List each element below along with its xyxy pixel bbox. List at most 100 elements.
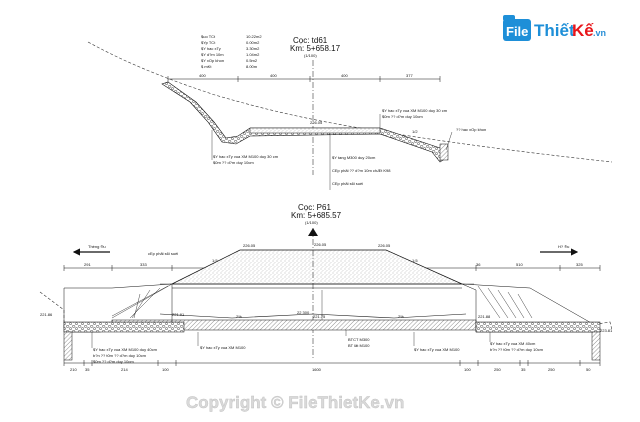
top-natural-ground: [87, 41, 613, 163]
bottom-km: Km: 5+685.57: [291, 211, 342, 220]
bottom-top-dim-2: 36: [476, 262, 481, 267]
bottom-dim-0: 210: [70, 367, 77, 372]
brand-logo[interactable]: File Thiết Kế .vn: [503, 15, 606, 41]
bottom-title: Cọc: P61: [298, 203, 331, 212]
elev-left-shoulder: 226.05: [243, 243, 256, 248]
top-note-6: CEp phãi ?? d?m 10m chÆt K98: [332, 168, 391, 173]
top-title: Cọc: td61: [293, 36, 328, 45]
top-slope-right: 1/2: [412, 129, 418, 134]
top-dim-0: 400: [199, 73, 206, 78]
elev-right-ground: 223.81: [600, 328, 613, 333]
bottom-dim-6: 250: [494, 367, 501, 372]
copyright-watermark: Copyright © FileThietKe.vn: [186, 393, 404, 412]
bottom-dim-9: 50: [586, 367, 591, 372]
bottom-dim-1: 35: [85, 367, 90, 372]
bottom-dimension-line: [63, 360, 601, 366]
qty-label-1: $Yp TCt: [201, 40, 216, 45]
bottom-note-0: $Y hac xTy vua XM M100 duy 40cm: [93, 347, 158, 352]
bottom-dim-4: 1600: [312, 367, 322, 372]
logo-vn-word: .vn: [593, 28, 606, 38]
qty-value-5: 8.00m: [246, 64, 258, 69]
bottom-top-dim-3: 510: [516, 262, 523, 267]
qty-label-4: $Y xOp khon: [201, 58, 224, 63]
qty-label-0: $uo TCt: [201, 34, 216, 39]
qty-label-5: $ mKt: [201, 64, 212, 69]
left-apron: [63, 321, 185, 333]
slope-label-0: 1:5: [212, 258, 218, 263]
bottom-note-6: b?n ?? t0m ?? d?m duy 10cm: [490, 347, 544, 352]
right-apron: [475, 321, 601, 333]
top-note-1: $0m ?? d?m duy 10cm: [382, 114, 423, 119]
top-note-3: $Y hac xTy vua XM M100 duy 30 cm: [213, 154, 279, 159]
top-center-elev: 226.05: [310, 120, 323, 125]
top-dim-1: 400: [270, 73, 277, 78]
elev-center: 226.05: [314, 242, 327, 247]
qty-value-3: 1.04m2: [246, 52, 260, 57]
qty-value-2: 3.30m2: [246, 46, 260, 51]
elev-right-shoulder: 226.05: [378, 243, 391, 248]
direction-left: Thèng ®u: [72, 244, 110, 256]
bottom-top-dim-4: 325: [576, 262, 583, 267]
bottom-note-7: BTCT M300: [348, 337, 370, 342]
slope-label-1: 1:5: [412, 258, 418, 263]
top-leaders: [211, 114, 453, 190]
bottom-scale: (1/100): [305, 220, 318, 225]
top-pavement-layer: [249, 127, 381, 134]
qty-value-0: 10.22m2: [246, 34, 262, 39]
quantities-table: $uo TCt 10.22m2 $Yp TCt 0.00m2 $Y hac xT…: [201, 34, 262, 69]
direction-right-label: H? ®u: [558, 244, 569, 249]
elev-road-center: 221.75: [313, 314, 326, 319]
right-slope-lines: [477, 285, 533, 319]
top-note-0: $Y hac xTy vua XM M100 duy 30 cm: [382, 108, 448, 113]
bottom-note-3: $Y hac xTy vua XM M100: [200, 345, 246, 350]
top-note-4: $0m ?? d?m duy 10cm: [213, 160, 254, 165]
top-note-5: $Y tang M300 duy 20cm: [332, 155, 376, 160]
slope-label-2: 2%: [236, 314, 242, 319]
bottom-note-5: $Y hac xTy vua XM 40cm: [490, 341, 536, 346]
bottom-top-note: cEp phãi s6i suèi: [148, 251, 178, 256]
logo-ke-word: Kế: [572, 21, 594, 40]
bottom-leaders: [91, 330, 491, 348]
elev-right-step: 221.88: [478, 314, 491, 319]
top-right-toe: [439, 143, 449, 161]
bottom-top-dim-1: 333: [140, 262, 147, 267]
logo-thiet-word: Thiết: [534, 21, 575, 40]
left-cutoff-wall: [63, 331, 73, 361]
elev-left-ground: 221.86: [40, 312, 53, 317]
bottom-dim-8: 250: [548, 367, 555, 372]
top-cross-section: $uo TCt 10.22m2 $Yp TCt 0.00m2 $Y hac xT…: [87, 34, 613, 190]
top-stone-lining: [161, 81, 447, 163]
bottom-dim-7: 35: [521, 367, 526, 372]
bottom-dim-5: 100: [464, 367, 471, 372]
top-note-7: CEp phãi s6i suèi: [332, 181, 363, 186]
embankment-fill: [171, 249, 463, 285]
right-cutoff-wall: [591, 331, 601, 361]
bottom-note-8: BT lãt M100: [348, 343, 370, 348]
bottom-dim-3: 100: [162, 367, 169, 372]
top-dim-2: 400: [341, 73, 348, 78]
folder-icon: File: [503, 15, 531, 41]
top-scale: (1/100): [304, 53, 317, 58]
qty-value-1: 0.00m2: [246, 40, 260, 45]
top-dim-3: 377: [406, 73, 413, 78]
qty-label-2: $Y hac xTy: [201, 46, 221, 51]
direction-right: H? ®u: [540, 244, 579, 256]
qty-label-3: $Y d?m 10m: [201, 52, 224, 57]
elev-left-step: 221.91: [172, 312, 185, 317]
left-ground-line: [39, 291, 65, 330]
bottom-note-4: $Y hac xTy vua XM M100: [414, 347, 460, 352]
slope-label-3: 2%: [398, 314, 404, 319]
bottom-note-2: $0m ?? d?m duy 10cm: [93, 359, 134, 364]
top-km: Km: 5+658.17: [290, 44, 341, 53]
bottom-cross-section: Cọc: P61 Km: 5+685.57 (1/100) Thèng ®u H…: [39, 203, 613, 372]
top-dimension-line: [167, 76, 441, 82]
height-dim-label: 22 300: [297, 310, 310, 315]
top-note-2: ?? hac xOp khon: [456, 127, 486, 132]
bottom-top-dim-0: 291: [84, 262, 91, 267]
culvert-top-profile: [159, 313, 467, 319]
direction-left-label: Thèng ®u: [88, 244, 106, 249]
bottom-dim-2: 214: [121, 367, 128, 372]
left-slope-lines: [111, 283, 173, 319]
centerline-marker-icon: [308, 228, 318, 236]
